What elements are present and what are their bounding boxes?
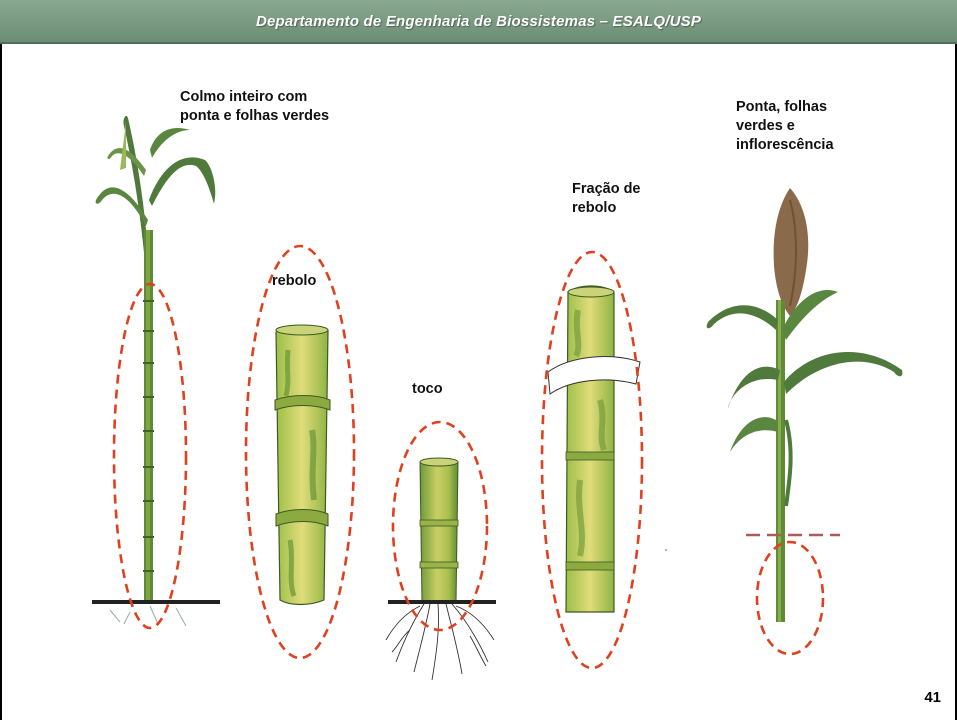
ponta-dashed-outline xyxy=(757,542,823,654)
ponta-leaf xyxy=(730,417,778,452)
ponta-leaf xyxy=(707,305,778,330)
colmo-leaf xyxy=(150,128,190,158)
toco-ground-line xyxy=(388,600,496,604)
colmo-leaf xyxy=(107,148,146,176)
colmo-leaf xyxy=(149,157,215,206)
ponta-leaf xyxy=(786,420,791,506)
toco-stump xyxy=(386,422,496,680)
ponta-leaf xyxy=(728,367,780,408)
colmo-inteiro-plant xyxy=(92,116,220,628)
ponta-leaf xyxy=(784,352,902,394)
colmo-ground-line xyxy=(92,600,220,604)
ponta-plant xyxy=(707,188,903,654)
fracao-de-rebolo xyxy=(542,252,642,668)
rebolo-segment xyxy=(246,246,354,658)
page-number: 41 xyxy=(924,689,941,706)
toco-roots xyxy=(386,604,494,680)
